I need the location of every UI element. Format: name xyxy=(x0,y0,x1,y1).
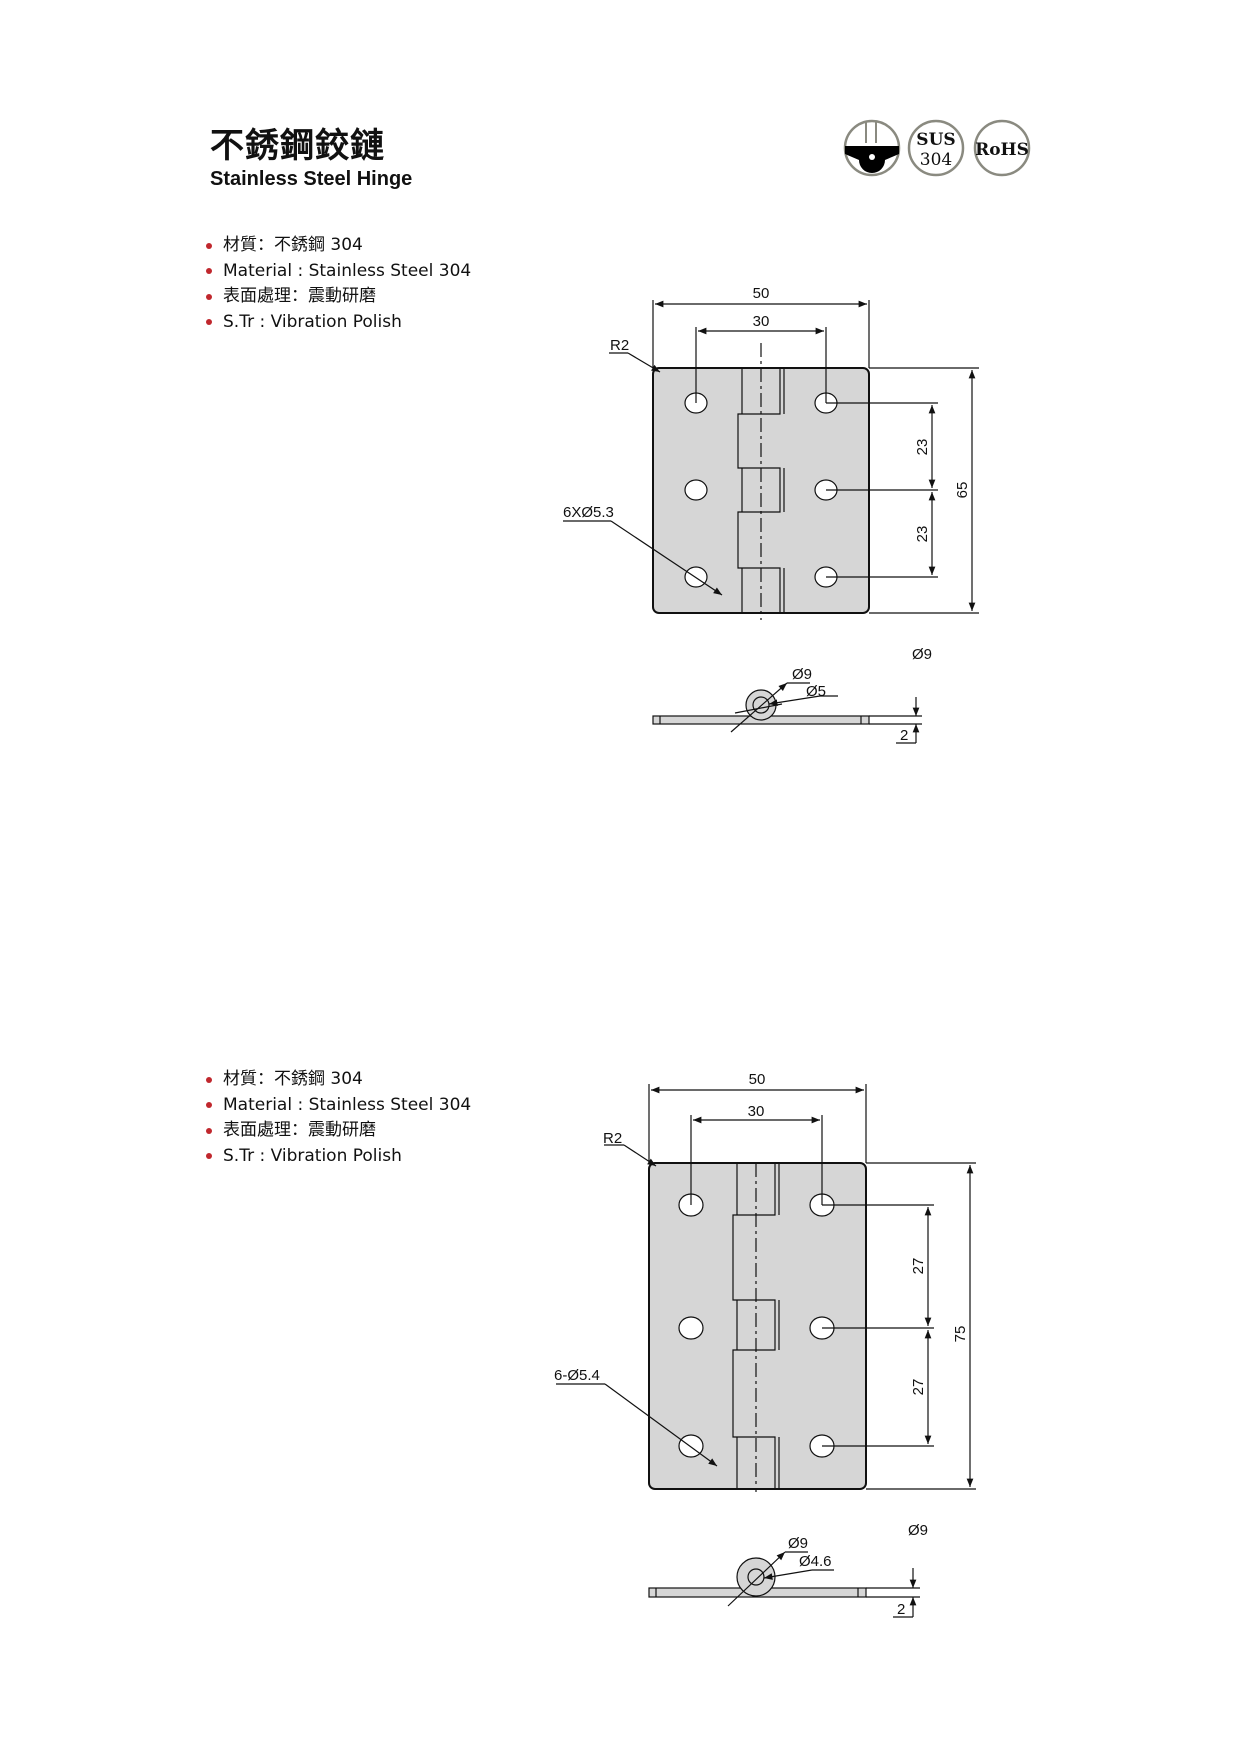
dim-width: 50 xyxy=(749,1071,766,1088)
dim-hole-spacing: 30 xyxy=(753,313,770,330)
svg-text:SUS: SUS xyxy=(916,130,955,150)
svg-text:304: 304 xyxy=(920,150,952,170)
dim-width: 50 xyxy=(753,285,770,302)
dim-pin-dia: Ø5 xyxy=(806,683,826,700)
spec-list-1: 材質：不銹鋼 304 Material : Stainless Steel 30… xyxy=(206,233,471,335)
dim-pitch: 27 xyxy=(910,1379,927,1396)
dim-pitch: 23 xyxy=(914,526,931,543)
sus304-badge-icon: SUS 304 xyxy=(907,119,965,177)
spec-text: 表面處理：震動研磨 xyxy=(223,1120,376,1140)
spec-item: S.Tr : Vibration Polish xyxy=(206,310,471,336)
spec-text: Material : Stainless Steel 304 xyxy=(223,1094,472,1115)
svg-text:RoHS: RoHS xyxy=(975,140,1029,160)
bullet-icon xyxy=(206,1153,212,1160)
spec-text: 材質：不銹鋼 304 xyxy=(223,1069,363,1089)
spec-text: S.Tr : Vibration Polish xyxy=(223,1145,402,1166)
rohs-badge-icon: RoHS xyxy=(973,119,1031,177)
bullet-icon xyxy=(206,293,212,300)
bullet-icon xyxy=(206,1076,212,1083)
bullet-icon xyxy=(206,242,212,249)
dim-knuckle-outer: Ø9 xyxy=(792,666,812,683)
dim-pitch: 23 xyxy=(914,439,931,456)
dim-holes: 6XØ5.3 xyxy=(563,504,614,521)
dim-knuckle-dia: Ø9 xyxy=(908,1522,928,1539)
spec-text: Material : Stainless Steel 304 xyxy=(223,260,472,281)
dim-holes: 6-Ø5.4 xyxy=(554,1367,600,1384)
bullet-icon xyxy=(206,1127,212,1134)
dim-radius: R2 xyxy=(603,1130,622,1147)
dim-hole-spacing: 30 xyxy=(748,1103,765,1120)
spec-item: 表面處理：震動研磨 xyxy=(206,284,471,310)
dim-knuckle-outer: Ø9 xyxy=(788,1535,808,1552)
drawing2-labels: 50 30 R2 6-Ø5.4 27 27 75 Ø9 Ø9 Ø4.6 2 xyxy=(554,1071,969,1618)
weld-badge-icon xyxy=(843,119,901,177)
dim-knuckle-dia: Ø9 xyxy=(912,646,932,663)
dim-pitch: 27 xyxy=(910,1258,927,1275)
spec-item: 表面處理：震動研磨 xyxy=(206,1118,471,1144)
bullet-icon xyxy=(206,268,212,275)
page-subtitle: Stainless Steel Hinge xyxy=(210,168,413,190)
spec-text: 表面處理：震動研磨 xyxy=(223,286,376,306)
spec-text: S.Tr : Vibration Polish xyxy=(223,311,402,332)
dim-thickness: 2 xyxy=(897,1601,905,1618)
dim-height: 65 xyxy=(954,482,971,499)
hinge-drawing-75 xyxy=(556,1084,976,1618)
dim-pin-dia: Ø4.6 xyxy=(799,1553,832,1570)
spec-item: 材質：不銹鋼 304 xyxy=(206,233,471,259)
spec-item: 材質：不銹鋼 304 xyxy=(206,1067,471,1093)
spec-list-2: 材質：不銹鋼 304 Material : Stainless Steel 30… xyxy=(206,1067,471,1169)
bullet-icon xyxy=(206,1102,212,1109)
dim-height: 75 xyxy=(952,1326,969,1343)
dim-radius: R2 xyxy=(610,337,629,354)
spec-text: 材質：不銹鋼 304 xyxy=(223,235,363,255)
bullet-icon xyxy=(206,319,212,326)
hinge-drawing-65 xyxy=(563,300,979,744)
spec-item: Material : Stainless Steel 304 xyxy=(206,259,471,285)
spec-item: Material : Stainless Steel 304 xyxy=(206,1093,471,1119)
spec-item: S.Tr : Vibration Polish xyxy=(206,1144,471,1170)
drawing1-labels: 50 30 R2 6XØ5.3 23 23 65 2 Ø9 Ø9 Ø5 xyxy=(563,285,971,744)
dim-thickness: 2 xyxy=(900,727,908,744)
page-title: 不銹鋼鉸鏈 xyxy=(210,126,385,166)
